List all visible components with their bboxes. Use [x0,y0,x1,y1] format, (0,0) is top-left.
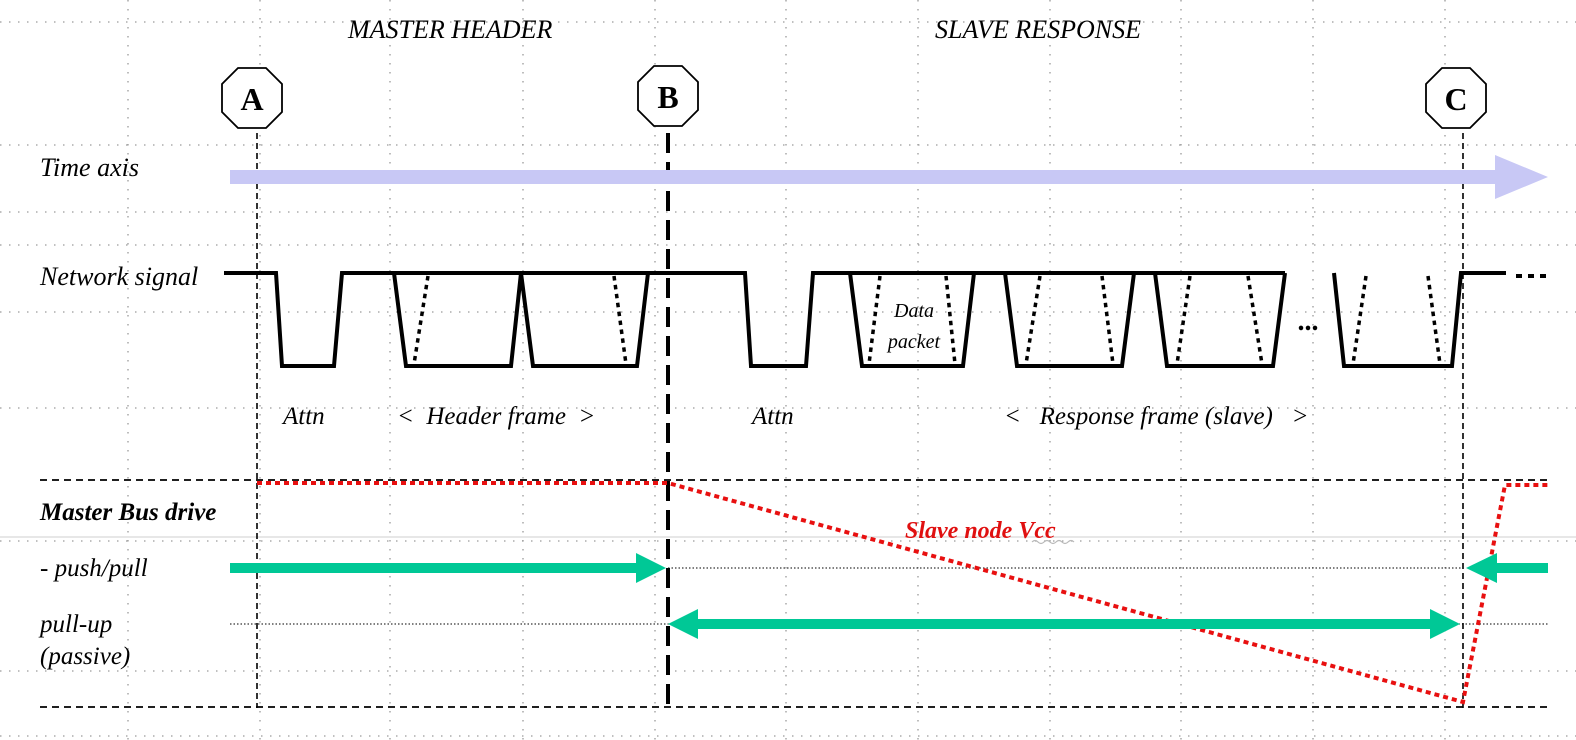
attn-master-label: Attn [281,403,325,430]
time-axis-arrow [230,155,1548,199]
svg-text:C: C [1444,81,1467,117]
marker-c: C [1425,67,1487,129]
pull-up-label: pull-up [38,611,112,638]
marker-b: B [637,65,699,127]
attn-slave-label: Attn [750,403,794,430]
passive-label: (passive) [40,643,130,670]
network-signal-label: Network signal [39,262,198,291]
master-bus-drive-label: Master Bus drive [39,499,216,526]
push-pull-return-arrow [1466,553,1548,583]
push-pull-label: - push/pull [40,555,148,582]
data-packet-label-line1: Data [893,300,934,322]
data-packet-label-line2: packet [886,331,941,353]
ellipsis-mid: ... [1298,306,1319,337]
slave-response-title: SLAVE RESPONSE [935,15,1141,44]
slave-vcc-curve [257,481,1548,705]
push-pull-drive-arrow [230,553,666,583]
slave-vcc-label: Slave node Vcc [905,518,1056,544]
svg-text:B: B [657,79,678,115]
header-frame-label: < Header frame > [397,403,595,430]
pull-up-passive-arrow [668,609,1460,639]
time-axis-label: Time axis [40,153,139,182]
marker-a: A [221,67,283,129]
network-signal-waveform [224,271,1548,368]
master-header-title: MASTER HEADER [347,15,552,44]
svg-text:A: A [240,81,263,117]
response-frame-label: < Response frame (slave) > [1004,403,1309,430]
slave-vcc-label-squiggle [1031,539,1075,545]
